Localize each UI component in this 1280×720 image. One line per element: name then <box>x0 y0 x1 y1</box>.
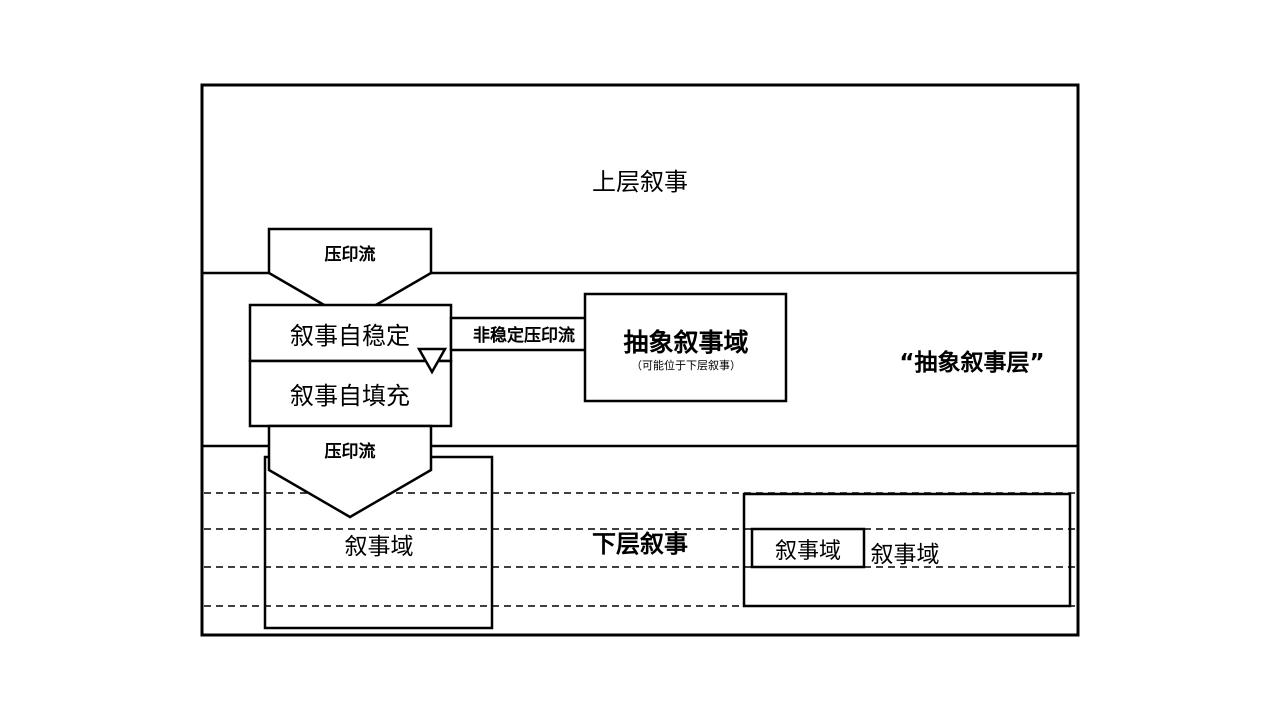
self-fill-label: 叙事自填充 <box>290 382 410 410</box>
imprint-flow-top-label: 压印流 <box>325 244 376 265</box>
imprint-flow-bottom-chevron <box>267 424 433 519</box>
upper-layer-label: 上层叙事 <box>592 168 688 196</box>
right-domain-outer-box <box>742 492 1072 608</box>
abstract-layer-label: “抽象叙事层” <box>899 349 1044 376</box>
left-domain-label: 叙事域 <box>345 534 414 560</box>
unstable-flow-label: 非稳定压印流 <box>473 325 575 346</box>
right-domain-inner-label: 叙事域 <box>775 539 841 564</box>
self-stable-label: 叙事自稳定 <box>290 322 410 350</box>
down-triangle-marker <box>416 347 448 375</box>
abstract-domain-note: （可能位于下层叙事） <box>631 358 741 372</box>
right-domain-outer-label: 叙事域 <box>871 542 940 568</box>
right-domain-inner-box <box>750 527 866 569</box>
abstract-domain-box <box>583 292 788 403</box>
lower-layer-label: 下层叙事 <box>592 530 688 558</box>
self-fill-box <box>248 359 453 428</box>
imprint-flow-top-chevron <box>267 227 433 322</box>
abstract-domain-title: 抽象叙事域 <box>623 328 748 357</box>
imprint-flow-bottom-label: 压印流 <box>325 441 376 462</box>
